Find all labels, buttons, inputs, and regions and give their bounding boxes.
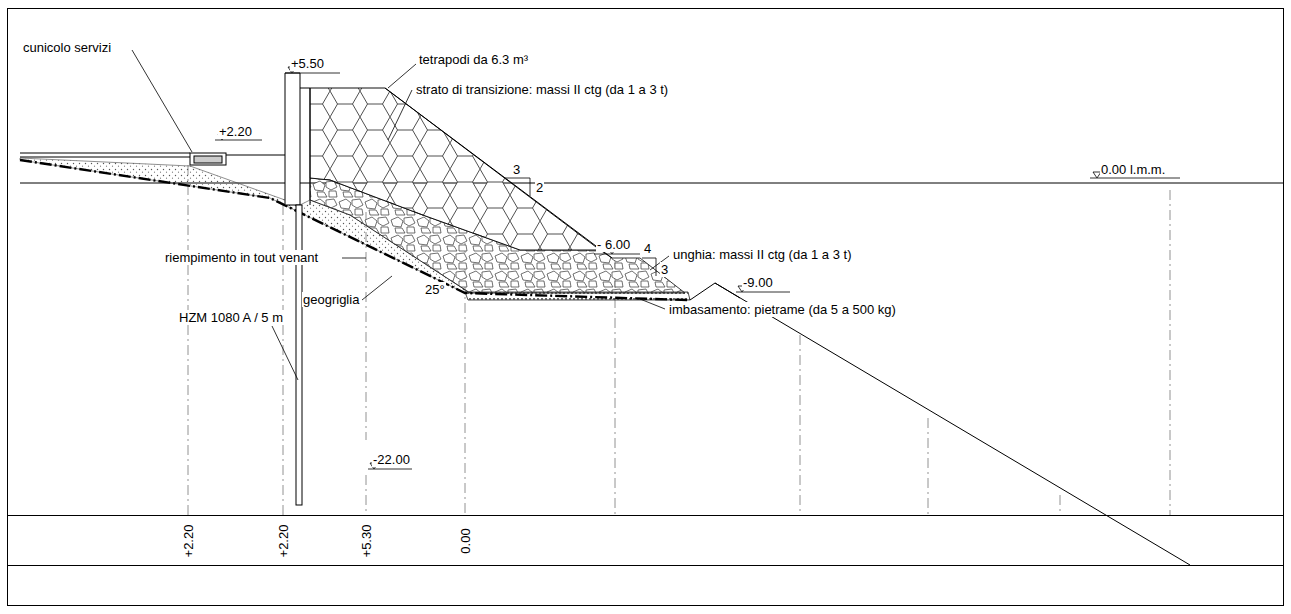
leader-line <box>132 50 192 152</box>
slope-ratio-mark <box>505 178 656 276</box>
slope-number: 4 <box>643 241 652 256</box>
callout-text: imbasamento: pietrame (da 5 a 500 kg) <box>668 302 897 317</box>
sheet-frame <box>8 9 1284 606</box>
slope-ratio-mark <box>505 178 530 196</box>
slope-number: 2 <box>535 180 544 195</box>
leader-line <box>342 258 366 259</box>
level-value: +5.50 <box>290 56 325 71</box>
quay-deck <box>190 153 226 165</box>
callout-text: strato di transizione: massi II ctg (da … <box>415 82 669 97</box>
sheet-frame <box>8 516 1284 566</box>
axis-value: 0.00 <box>458 527 473 554</box>
level-value: - 6.00 <box>596 237 631 252</box>
angle-value: 25° <box>424 282 446 297</box>
slope-number: 3 <box>512 162 521 177</box>
leader-line <box>132 50 669 380</box>
grid-line <box>1170 190 1171 515</box>
slope-line <box>385 88 1190 565</box>
crown-wall <box>300 88 310 205</box>
crown-wall <box>285 73 310 205</box>
leader-line <box>640 299 665 309</box>
tetrapod-armour <box>310 88 600 250</box>
callout-text: tetrapodi da 6.3 m³ <box>418 52 529 67</box>
geogrid <box>20 160 688 300</box>
leader-line <box>362 276 392 300</box>
grid-line <box>928 418 929 515</box>
level-marker <box>215 67 1180 469</box>
slope-line <box>715 283 1190 565</box>
grid-line <box>366 475 367 515</box>
level-marker <box>594 254 640 255</box>
grid-line <box>800 335 801 515</box>
leader-line <box>388 64 416 88</box>
leader-line <box>272 326 298 380</box>
level-value: 0.00 l.m.m. <box>1100 162 1166 177</box>
grid-line <box>1060 495 1061 515</box>
geogrid <box>20 160 688 300</box>
level-marker <box>736 292 790 293</box>
axis-value: +2.20 <box>276 524 291 559</box>
crown-wall <box>285 73 300 205</box>
axis-value: +2.20 <box>181 524 196 559</box>
callout-text: riempimento in tout venant <box>164 250 319 265</box>
level-value: +2.20 <box>218 124 253 139</box>
callout-text: geogriglia <box>302 292 360 307</box>
level-marker <box>1090 178 1180 179</box>
quay-deck <box>20 153 285 165</box>
level-value: -9.00 <box>742 275 774 290</box>
slope-line <box>385 88 612 258</box>
callout-text: HZM 1080 A / 5 m <box>178 310 284 325</box>
tetrapod-armour <box>310 88 600 250</box>
level-marker <box>285 73 340 74</box>
slope-line <box>690 283 740 300</box>
callout-text: unghia: massi II ctg (da 1 a 3 t) <box>672 247 852 262</box>
quay-deck <box>194 156 222 163</box>
callout-text: cunicolo servizi <box>22 40 112 55</box>
leader-line <box>388 90 412 140</box>
sheet-frame <box>8 9 1284 606</box>
axis-value: +5.30 <box>359 524 374 559</box>
slope-number: 3 <box>660 262 669 277</box>
quay-deck <box>20 157 190 158</box>
level-value: -22.00 <box>372 452 411 467</box>
grid-line <box>188 165 189 515</box>
quay-deck <box>226 155 285 156</box>
quay-deck <box>20 153 190 154</box>
